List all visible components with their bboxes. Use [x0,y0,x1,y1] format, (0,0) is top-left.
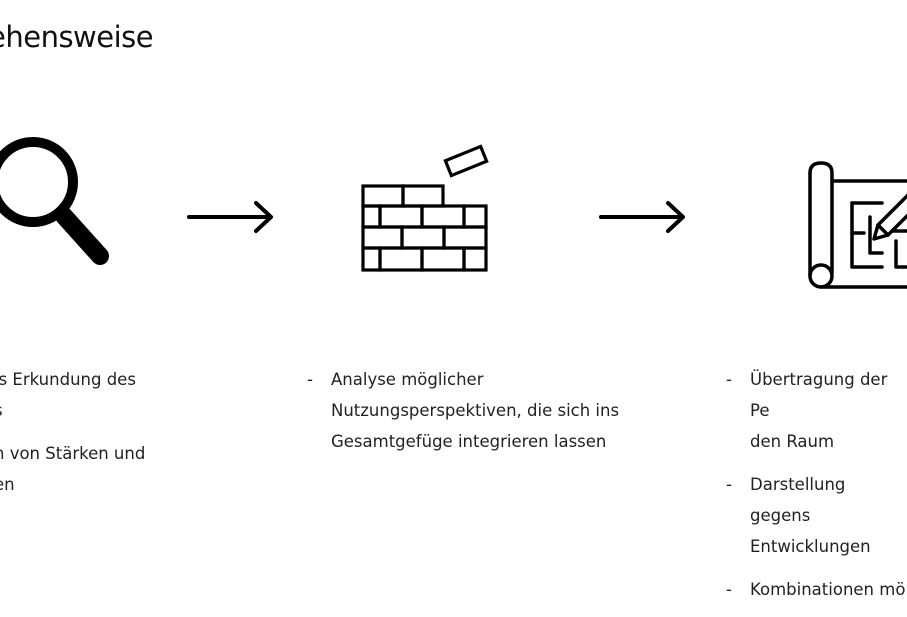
arrow-right-icon [599,201,685,233]
brick-wall-icon [361,144,489,272]
step1-bullet-item: ls Erkundung des s [0,364,145,426]
bullet-text: ls Erkundung des s [0,370,136,420]
bullet-text: Darstellung gegens Entwicklungen [750,475,871,556]
step2-bullet-item: - Analyse möglicher Nutzungsperspektiven… [307,364,620,457]
step3-bullet-item: - Kombinationen mö [726,574,907,605]
slide-title: ehensweise [0,20,154,54]
step1-bullet-item: n von Stärken und en [0,438,145,500]
bullet-dash: - [726,580,732,599]
arrow-right-icon [187,201,273,233]
bullet-dash: - [726,475,732,494]
magnifier-icon [0,137,109,265]
bullet-text: Übertragung der Pe den Raum [750,370,888,451]
step2-bullet-list: - Analyse möglicher Nutzungsperspektiven… [307,364,620,469]
step3-bullet-item: - Darstellung gegens Entwicklungen [726,469,907,562]
blueprint-icon [808,161,907,289]
step3-bullet-list: - Übertragung der Pe den Raum - Darstell… [726,364,907,617]
step1-bullet-list: ls Erkundung des s n von Stärken und en [0,364,145,512]
bullet-dash: - [726,370,732,389]
bullet-text: Analyse möglicher Nutzungsperspektiven, … [331,370,620,451]
bullet-text: Kombinationen mö [750,580,906,599]
bullet-text: n von Stärken und en [0,444,146,494]
bullet-dash: - [307,370,313,389]
step3-bullet-item: - Übertragung der Pe den Raum [726,364,907,457]
